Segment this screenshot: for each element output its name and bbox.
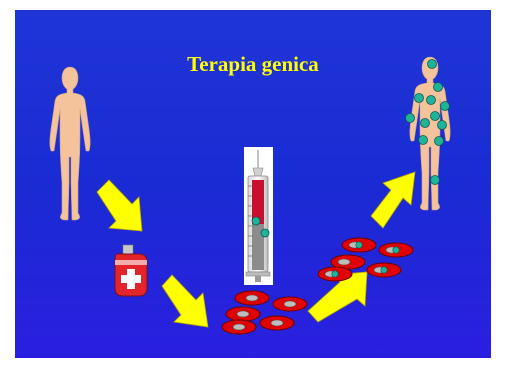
arrow-icon-donor-to-bag xyxy=(97,180,142,231)
red-blood-cell-icon xyxy=(222,320,256,334)
modified-red-blood-cell-icon xyxy=(342,238,376,252)
donor-human-figure-icon xyxy=(50,67,90,220)
arrow-icon-bag-to-cells xyxy=(162,275,208,327)
red-blood-cell-icon xyxy=(235,291,269,305)
modified-red-blood-cell-icon xyxy=(367,263,401,277)
modified-red-blood-cell-icon xyxy=(379,243,413,257)
red-blood-cell-icon xyxy=(260,316,294,330)
slide-canvas: Terapia genica xyxy=(15,10,491,358)
arrow-icon-modified-to-patient xyxy=(371,172,415,228)
syringe-icon xyxy=(244,147,273,285)
red-blood-cells-unmodified xyxy=(222,291,307,334)
red-blood-cell-icon xyxy=(273,297,307,311)
diagram-layer xyxy=(15,10,491,358)
red-blood-cell-icon xyxy=(226,307,260,321)
modified-red-blood-cell-icon xyxy=(318,267,352,281)
blood-bag-icon xyxy=(115,245,147,296)
